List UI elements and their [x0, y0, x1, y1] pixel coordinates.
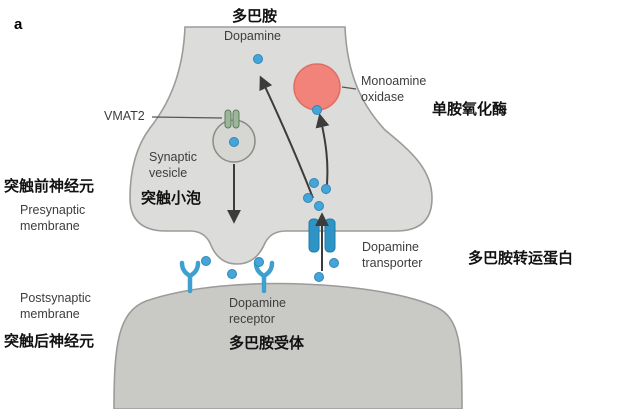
dopamine-receptor-label-cn: 多巴胺受体 — [229, 335, 305, 352]
monoamine-oxidase-label-cn: 单胺氧化酶 — [432, 101, 508, 118]
postsynaptic-cell-shape — [113, 282, 463, 409]
monoamine-oxidase-label-en: Monoamine oxidase — [361, 74, 427, 104]
dopamine-dot — [329, 258, 339, 268]
vmat2-label: VMAT2 — [104, 109, 145, 123]
presynaptic-membrane-label-en: Presynaptic membrane — [20, 203, 86, 233]
synaptic-vesicle-label-cn: 突触小泡 — [141, 190, 202, 207]
vmat2-channel-icon — [224, 109, 240, 129]
presynaptic-terminal-shape — [129, 26, 433, 265]
dopamine-transporter-label-cn: 多巴胺转运蛋白 — [468, 250, 574, 267]
dopamine-dot — [227, 269, 237, 279]
recycle-arrow — [259, 75, 314, 199]
monoamine-oxidase-icon — [293, 63, 341, 111]
dopamine-transporter-label-en: Dopamine transporter — [362, 240, 423, 270]
synaptic-vesicle-label-en: Synaptic vesicle — [149, 150, 197, 180]
mao-pointer-line — [341, 86, 357, 90]
dopamine-dot — [229, 137, 239, 147]
panel-label: a — [14, 16, 23, 33]
dopamine-label-en: Dopamine — [224, 29, 281, 43]
vmat2-pointer-line — [151, 116, 223, 119]
dopamine-dot — [309, 178, 319, 188]
dopamine-receptor-label-en: Dopamine receptor — [229, 296, 286, 326]
postsynaptic-membrane-label-en: Postsynaptic membrane — [20, 291, 91, 321]
dopamine-dot — [254, 257, 264, 267]
dopamine-dot — [312, 105, 322, 115]
presynaptic-neuron-label-cn: 突触前神经元 — [4, 178, 95, 195]
dopamine-receptor-icon — [179, 260, 201, 294]
dopamine-label-cn: 多巴胺 — [232, 8, 278, 25]
dopamine-dots — [201, 54, 339, 282]
dopamine-dot — [201, 256, 211, 266]
postsynaptic-neuron-label-cn: 突触后神经元 — [4, 333, 95, 350]
dopamine-dot — [321, 184, 331, 194]
dopamine-dot — [314, 272, 324, 282]
dopamine-dot — [253, 54, 263, 64]
dopamine-dot — [303, 193, 313, 203]
dopamine-transporter-icon — [308, 218, 336, 253]
dopamine-dot — [314, 201, 324, 211]
